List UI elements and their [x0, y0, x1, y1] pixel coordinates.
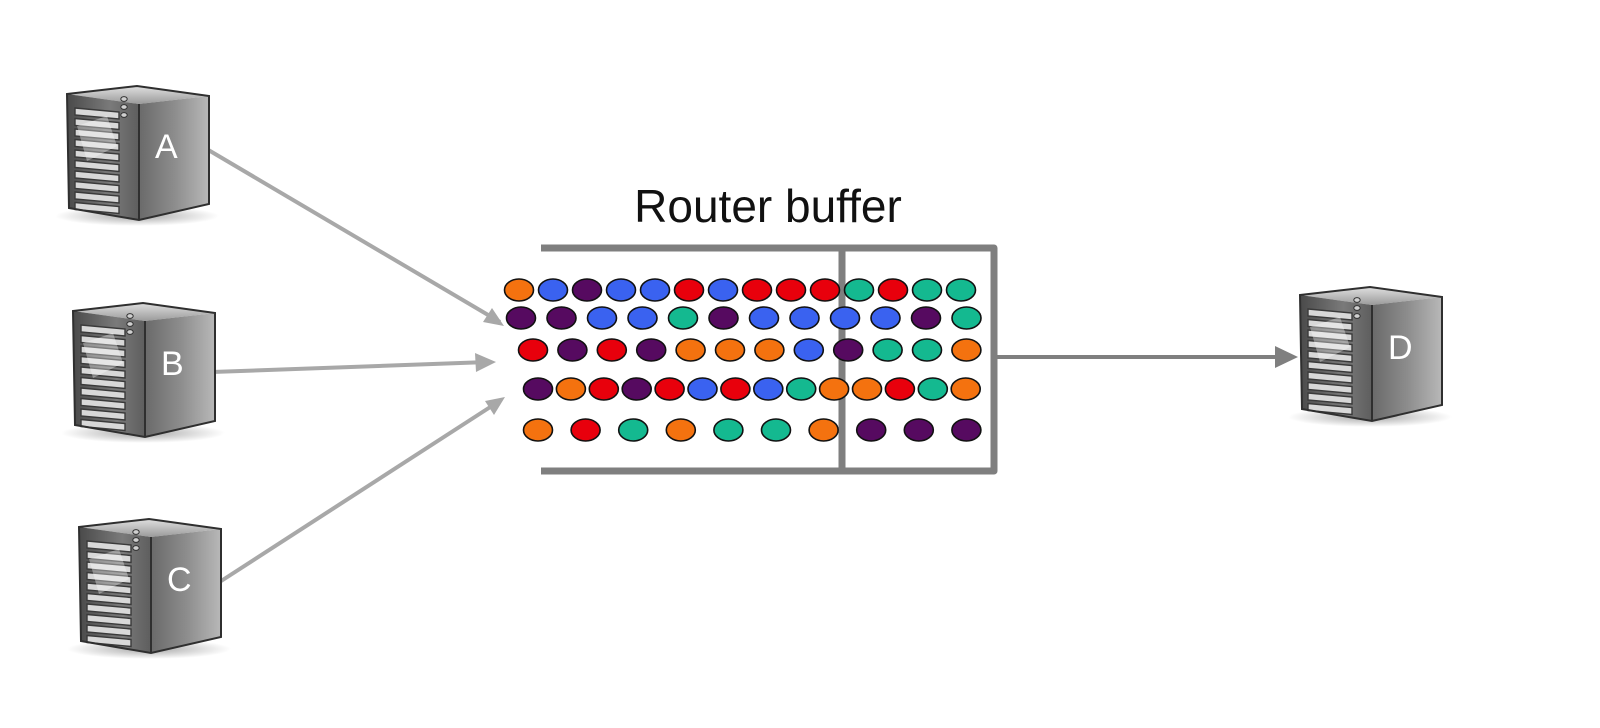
packet — [570, 418, 601, 442]
packet — [522, 377, 554, 401]
server-a: A — [55, 84, 219, 226]
packet — [555, 377, 587, 401]
packet — [872, 338, 903, 362]
packet — [537, 278, 569, 302]
servers: A B C D — [55, 84, 1452, 659]
packet — [741, 278, 773, 302]
packet — [635, 338, 667, 362]
packet — [571, 278, 603, 302]
packet — [627, 306, 658, 330]
arrow-d-head — [1275, 346, 1298, 368]
packet — [707, 278, 739, 302]
packet — [675, 338, 706, 362]
packet — [522, 418, 554, 442]
packet — [714, 338, 746, 362]
router-buffer: Router buffer — [503, 180, 998, 475]
packet — [673, 278, 705, 302]
packet — [667, 306, 699, 330]
server-label-b: B — [161, 345, 184, 383]
packet — [708, 306, 739, 330]
packet — [621, 377, 653, 401]
server-c: C — [67, 517, 231, 659]
arrow-c-head — [485, 397, 505, 415]
packet — [785, 377, 817, 401]
packet — [870, 306, 901, 330]
buffer-wall — [541, 244, 998, 475]
packet — [903, 418, 935, 442]
packet-queue — [503, 278, 982, 442]
packet — [945, 278, 977, 302]
packet — [951, 338, 982, 362]
packet — [617, 418, 649, 442]
server-label-c: C — [167, 561, 192, 599]
packet — [713, 418, 744, 442]
packet — [665, 418, 697, 442]
packet — [789, 306, 820, 330]
packet — [720, 377, 751, 401]
packet — [596, 338, 628, 362]
packet — [754, 338, 785, 362]
packet — [950, 377, 982, 401]
packet — [855, 418, 887, 442]
arrow-a-head — [483, 308, 504, 326]
packet — [748, 306, 780, 330]
packet — [911, 338, 943, 362]
output-arrow — [995, 346, 1298, 368]
packet — [843, 278, 875, 302]
packet — [832, 338, 864, 362]
packet — [517, 338, 549, 362]
arrow-c-to-buffer — [216, 400, 500, 585]
packet — [910, 306, 942, 330]
packet — [586, 306, 618, 330]
packet — [809, 278, 841, 302]
packet — [951, 306, 982, 330]
packet — [557, 338, 588, 362]
packet — [760, 418, 792, 442]
server-b: B — [61, 301, 225, 443]
packet — [877, 278, 909, 302]
packet — [829, 306, 861, 330]
packet — [808, 418, 839, 442]
arrow-a-to-buffer — [203, 146, 502, 324]
arrow-b-head — [475, 353, 496, 372]
packet — [546, 306, 577, 330]
packet — [503, 278, 535, 302]
server-label-d: D — [1388, 329, 1413, 367]
input-arrows — [203, 146, 505, 585]
packet — [505, 306, 537, 330]
packet — [752, 377, 784, 401]
packet — [884, 377, 916, 401]
buffer-title: Router buffer — [634, 180, 902, 232]
packet — [951, 418, 982, 442]
packet — [917, 377, 949, 401]
arrow-b-to-buffer — [211, 360, 489, 374]
packet — [605, 278, 637, 302]
packet — [793, 338, 825, 362]
packet — [911, 278, 943, 302]
packet — [851, 377, 883, 401]
packet — [588, 377, 620, 401]
server-d: D — [1288, 285, 1452, 427]
packet — [654, 377, 685, 401]
server-label-a: A — [155, 128, 178, 166]
packet — [639, 278, 671, 302]
packet — [775, 278, 807, 302]
packet — [818, 377, 850, 401]
packet — [687, 377, 718, 401]
